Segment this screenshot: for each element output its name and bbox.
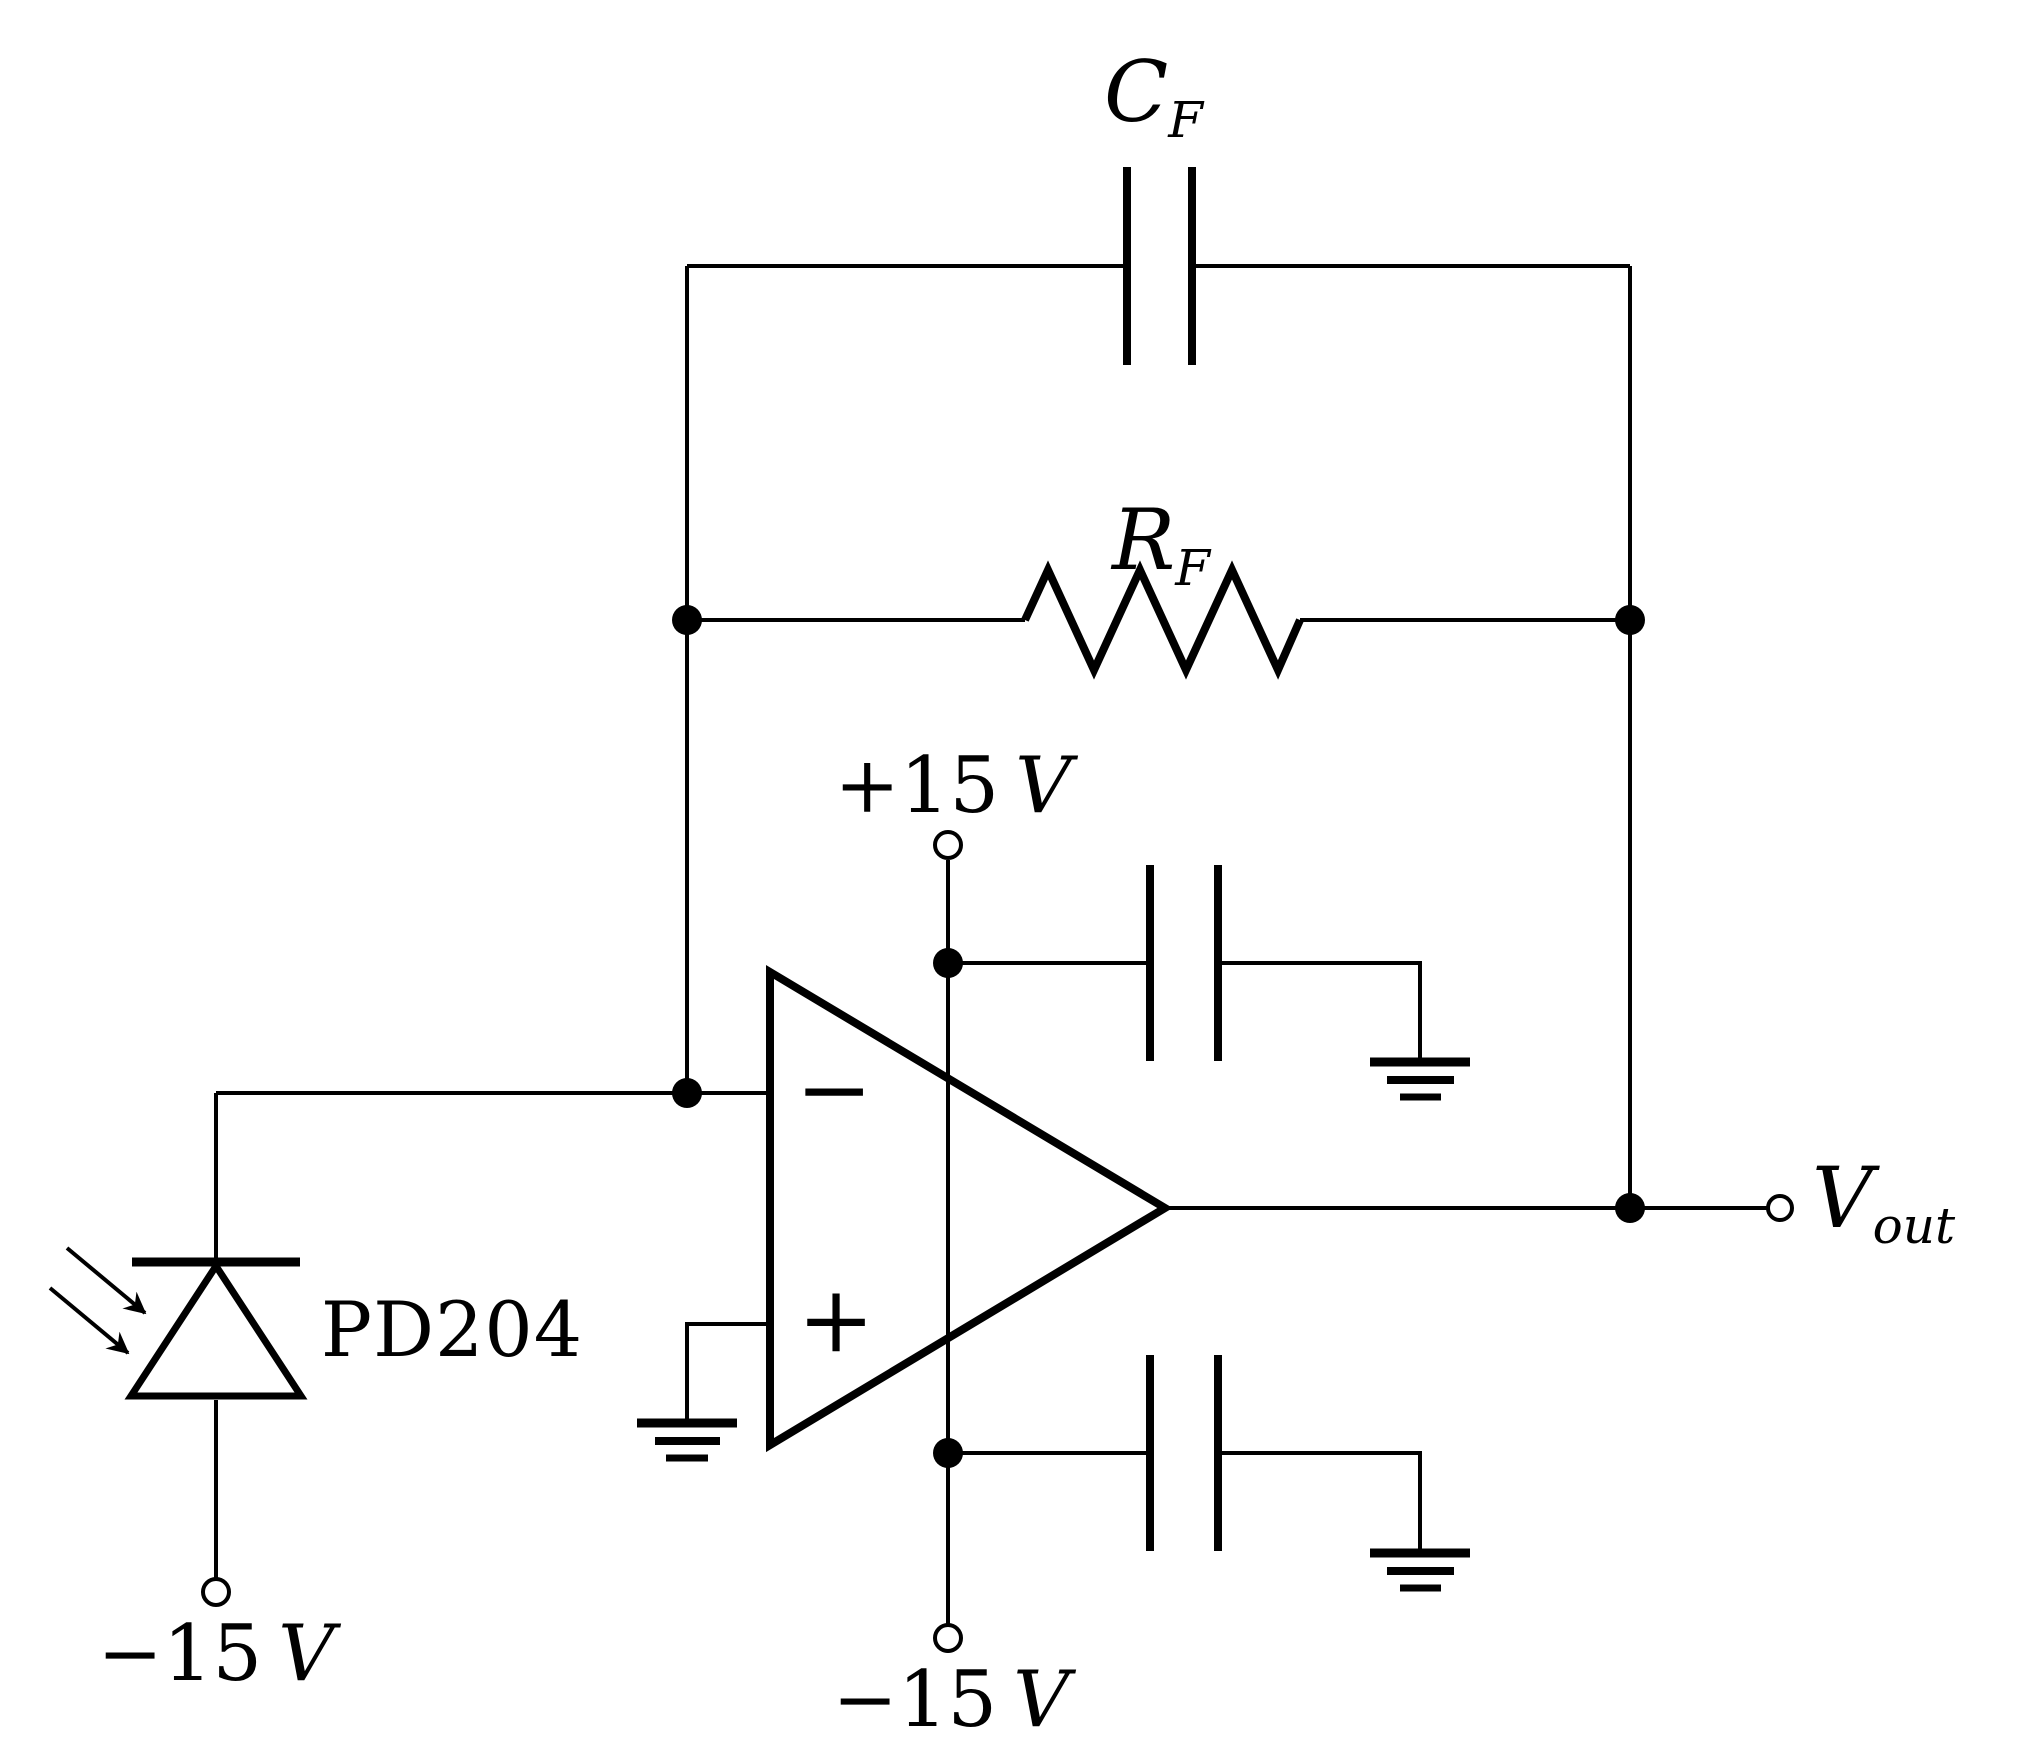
lower-bypass-capacitor-symbol	[1146, 1355, 1222, 1551]
feedback-resistor-label: RF	[1112, 498, 1210, 593]
opamp-triangle	[766, 964, 1173, 1453]
ground-noninverting	[637, 1418, 737, 1462]
terminals	[201, 830, 1794, 1653]
junction-output	[1615, 1193, 1645, 1223]
negative-supply-photodiode-unit: V	[278, 1609, 335, 1699]
wire-upper-bypass-right	[1222, 961, 1422, 1058]
feedback-capacitor-subscript: F	[1168, 91, 1203, 149]
wire-lower-bypass-right	[1222, 1451, 1422, 1549]
negative-supply-opamp-value: −15	[832, 1655, 998, 1740]
junction-inverting-input	[672, 1078, 702, 1108]
terminal-positive-supply	[933, 830, 963, 860]
wires	[214, 264, 1767, 1624]
negative-supply-opamp-unit: V	[1013, 1655, 1070, 1740]
junction-positive-supply	[933, 948, 963, 978]
feedback-capacitor-label: CF	[1104, 50, 1203, 145]
feedback-resistor-subscript: F	[1175, 539, 1210, 597]
ground-upper-bypass	[1370, 1057, 1470, 1101]
feedback-capacitor-symbol-text: C	[1104, 43, 1169, 141]
opamp-noninverting-sign: +	[797, 1266, 875, 1373]
terminal-negative-supply-opamp	[933, 1623, 963, 1653]
ground-lower-bypass	[1370, 1548, 1470, 1592]
photodiode-part-label: PD204	[320, 1285, 584, 1374]
positive-supply-unit: V	[1015, 741, 1072, 831]
light-arrow-1	[65, 1246, 147, 1315]
photodiode-symbol	[48, 1246, 308, 1400]
feedback-resistor-symbol-text: R	[1112, 491, 1176, 589]
terminal-output	[1766, 1194, 1794, 1222]
opamp-inverting-sign: −	[795, 1036, 873, 1143]
light-arrow-2	[48, 1286, 130, 1355]
negative-supply-photodiode-value: −15	[97, 1609, 263, 1699]
light-arrows	[48, 1246, 147, 1355]
output-symbol-text: V	[1812, 1149, 1873, 1247]
upper-bypass-capacitor-symbol	[1146, 865, 1222, 1061]
junction-rf-right	[1615, 605, 1645, 635]
terminal-negative-supply-photodiode	[201, 1577, 231, 1607]
junction-dots	[672, 605, 1645, 1468]
photodiode-triangle	[124, 1259, 308, 1400]
wire-noninverting-to-ground	[685, 1322, 770, 1419]
output-label: Vout	[1812, 1156, 1955, 1251]
positive-supply-value: +15	[834, 741, 1000, 831]
output-subscript: out	[1872, 1197, 1956, 1255]
junction-rf-left	[672, 605, 702, 635]
feedback-resistor-symbol	[1021, 560, 1304, 680]
junction-negative-supply	[933, 1438, 963, 1468]
feedback-capacitor-symbol	[1123, 167, 1196, 365]
